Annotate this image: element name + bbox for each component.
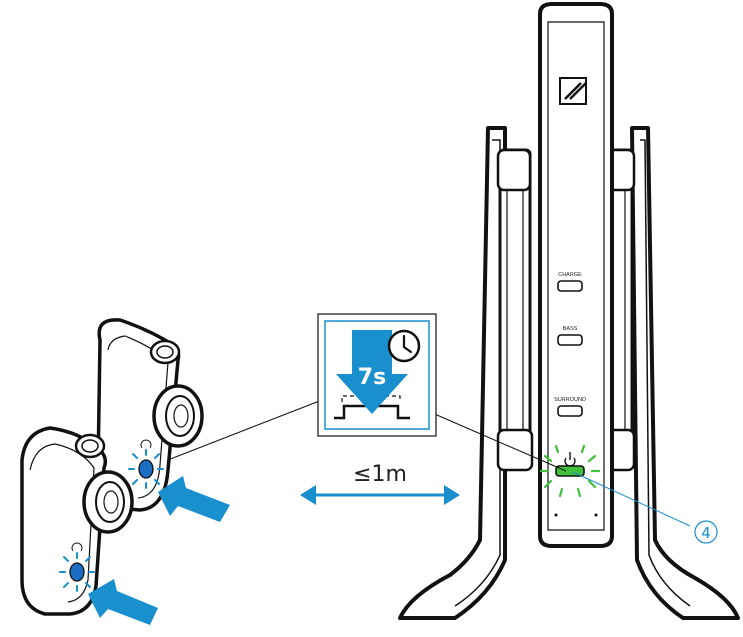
headphone-front-earpiece (20, 426, 134, 616)
callout-duration: 7s (358, 365, 386, 390)
bass-button-label: BASS (563, 326, 578, 332)
back-earpiece-pairing-button[interactable] (128, 439, 164, 489)
distance-label: ≤1m (353, 462, 407, 487)
base-station: CHARGE BASS SURROUND (398, 2, 740, 620)
surround-button[interactable]: SURROUND (554, 397, 586, 417)
item-marker-number: 4 (701, 524, 711, 542)
base-left-arm (498, 148, 532, 452)
clock-icon (387, 329, 421, 363)
charge-button[interactable]: CHARGE (557, 272, 583, 292)
sennheiser-logo (559, 77, 587, 105)
press-arrow-back-earpiece (158, 476, 230, 522)
bass-button[interactable]: BASS (557, 326, 583, 346)
front-earpiece-pairing-button[interactable] (59, 542, 95, 592)
charge-button-label: CHARGE (558, 272, 582, 278)
surround-button-label: SURROUND (554, 397, 586, 403)
base-right-foot (630, 126, 740, 620)
item-marker-4: 4 (572, 471, 718, 544)
distance-indicator: ≤1m (300, 462, 460, 505)
base-left-foot (398, 126, 507, 620)
power-button[interactable] (539, 444, 601, 498)
front-earpiece-led-blink (59, 552, 95, 592)
power-led-blink (539, 444, 601, 498)
back-earpiece-led-blink (128, 449, 164, 489)
press-arrow-front-earpiece (88, 579, 158, 625)
callout-box: 7s (317, 313, 437, 437)
callout-zoom-lines (154, 399, 567, 472)
